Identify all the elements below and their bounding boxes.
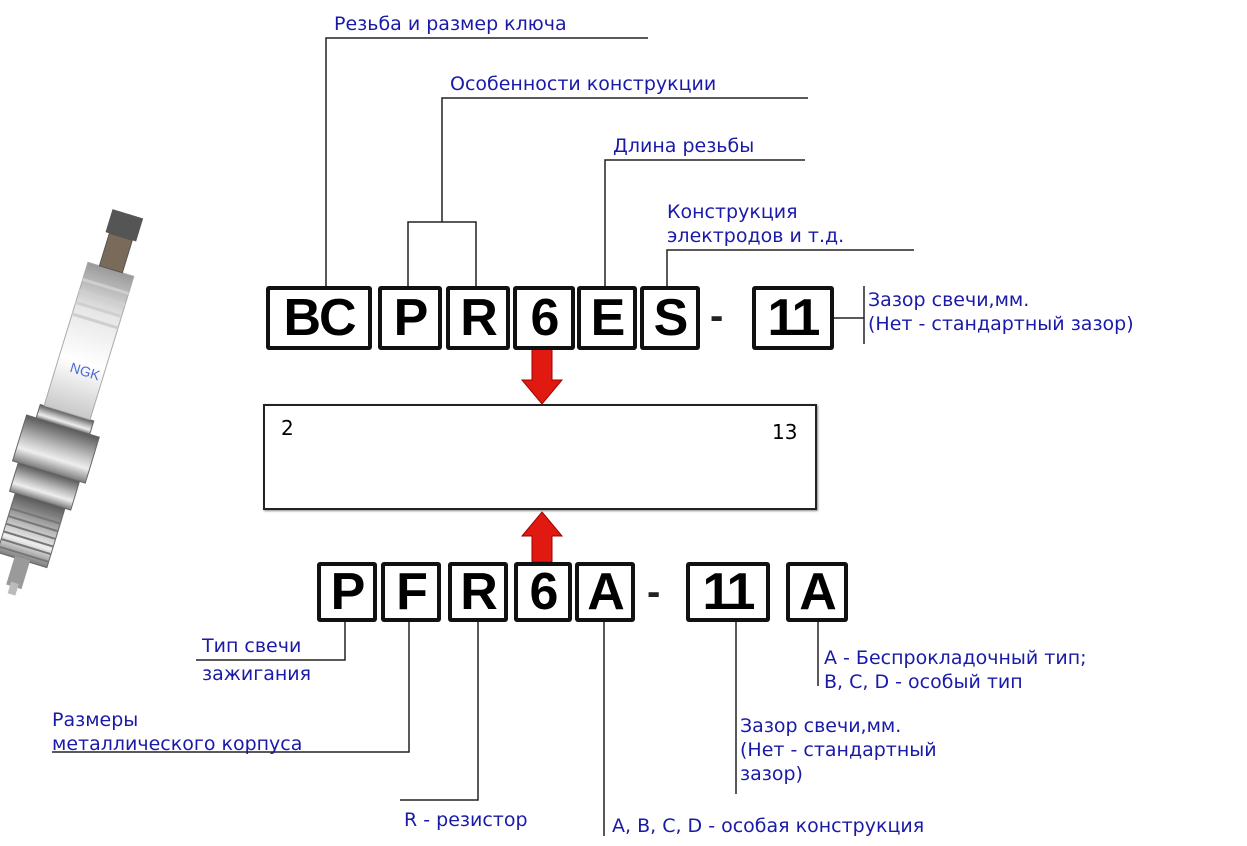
heat-range-box: [263, 404, 817, 510]
code-box-e: E: [577, 286, 637, 350]
label-gap-top-2: (Нет - стандартный зазор): [868, 313, 1134, 335]
label-resistor: R - резистор: [404, 809, 528, 831]
label-type-2: B, C, D - особый тип: [824, 671, 1023, 693]
label-thread-wrench: Резьба и размер ключа: [334, 13, 567, 35]
label-type-1: A - Беспрокладочный тип;: [824, 647, 1087, 669]
code-box-bc: BC: [266, 286, 372, 350]
label-gap-bottom-3: зазор): [740, 763, 803, 785]
code-box-11-bottom: 11: [686, 562, 770, 622]
code-box-a-suffix: A: [786, 562, 848, 622]
label-thread-length: Длина резьбы: [613, 135, 755, 157]
code-box-s: S: [640, 286, 700, 350]
label-design-features: Особенности конструкции: [450, 73, 717, 95]
code-box-p: P: [378, 286, 442, 350]
code-dash-bottom: -: [647, 570, 661, 614]
label-gap-top-1: Зазор свечи,мм.: [868, 289, 1030, 311]
code-box-6: 6: [513, 286, 575, 350]
spark-plug-image: NGK: [0, 209, 144, 596]
code-dash-top: -: [710, 294, 724, 338]
code-box-11: 11: [752, 286, 834, 350]
heat-range-label: Калильное число: [532, 454, 715, 478]
code-box-p-bottom: P: [317, 562, 377, 622]
heat-range-max: 13: [772, 420, 798, 444]
code-box-6-bottom: 6: [514, 562, 572, 622]
label-plug-type-1: Тип свечи: [202, 635, 302, 657]
label-gap-bottom-1: Зазор свечи,мм.: [740, 715, 902, 737]
label-body-size-2: металлического корпуса: [52, 733, 303, 755]
label-electrode-design-1: Конструкция: [667, 201, 798, 223]
code-box-a: A: [575, 562, 635, 622]
code-box-r: R: [446, 286, 510, 350]
label-electrode-design-2: электродов и т.д.: [667, 225, 845, 247]
label-body-size-1: Размеры: [52, 709, 139, 731]
label-special-design: A, B, C, D - особая конструкция: [612, 815, 925, 837]
label-plug-type-2: зажигания: [202, 663, 312, 685]
code-box-r-bottom: R: [448, 562, 508, 622]
code-box-f: F: [381, 562, 441, 622]
heat-range-min: 2: [281, 416, 294, 440]
label-gap-bottom-2: (Нет - стандартный: [740, 739, 937, 761]
